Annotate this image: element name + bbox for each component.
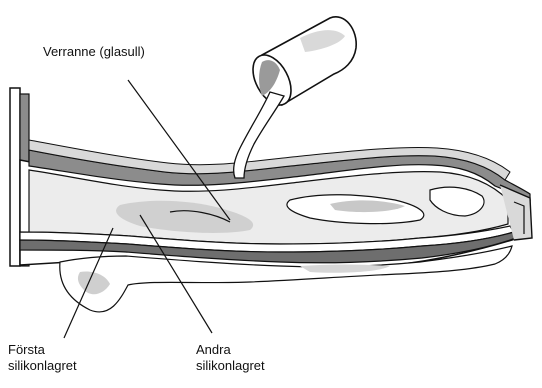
label-forsta-line2: silikonlagret: [8, 358, 77, 374]
label-andra-line1: Andra: [196, 342, 265, 358]
label-forsta-silikonlagret: Första silikonlagret: [8, 342, 77, 374]
label-verranne: Verranne (glasull): [43, 44, 145, 60]
label-forsta-line1: Första: [8, 342, 77, 358]
label-andra-line2: silikonlagret: [196, 358, 265, 374]
label-andra-silikonlagret: Andra silikonlagret: [196, 342, 265, 374]
pouring-cup: [245, 17, 356, 112]
label-verranne-text: Verranne (glasull): [43, 44, 145, 60]
